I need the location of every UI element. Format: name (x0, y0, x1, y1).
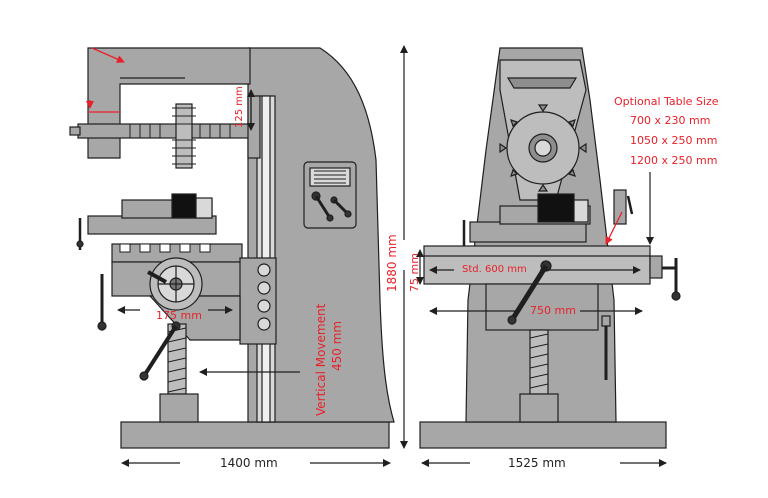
side-column (247, 47, 395, 423)
optional-size-1: 700 x 230 mm (630, 114, 711, 127)
dim-cross-travel-label: 175 mm (156, 309, 202, 322)
front-vise (469, 221, 587, 243)
front-dimension-lines (416, 172, 667, 467)
dim-height-label: 1880 mm (385, 234, 399, 292)
front-view-machine (419, 47, 681, 449)
side-view-machine (69, 47, 395, 449)
dim-side-width-label: 1400 mm (220, 456, 278, 470)
dim-table-height-label: 75 mm (408, 253, 421, 292)
optional-table-size-title: Optional Table Size (614, 95, 719, 108)
side-red-arrows (86, 47, 125, 113)
optional-size-2: 1050 x 250 mm (630, 134, 718, 147)
side-ram (87, 47, 251, 159)
dim-travel-label: 750 mm (530, 304, 576, 317)
dim-front-width-label: 1525 mm (508, 456, 566, 470)
side-cutter (175, 103, 193, 169)
front-base (419, 421, 667, 449)
dim-vertical-movement-label-2: 450 mm (330, 320, 344, 371)
side-dimension-lines (117, 45, 408, 467)
side-vise (87, 215, 217, 235)
dim-ram-gap-label: 125 mm (234, 86, 245, 128)
dim-std-table-label: Std. 600 mm (462, 264, 527, 275)
optional-size-3: 1200 x 250 mm (630, 154, 718, 167)
side-base (120, 421, 390, 449)
side-arbor (77, 123, 254, 139)
dim-vertical-movement-label-1: Vertical Movement (314, 303, 328, 416)
